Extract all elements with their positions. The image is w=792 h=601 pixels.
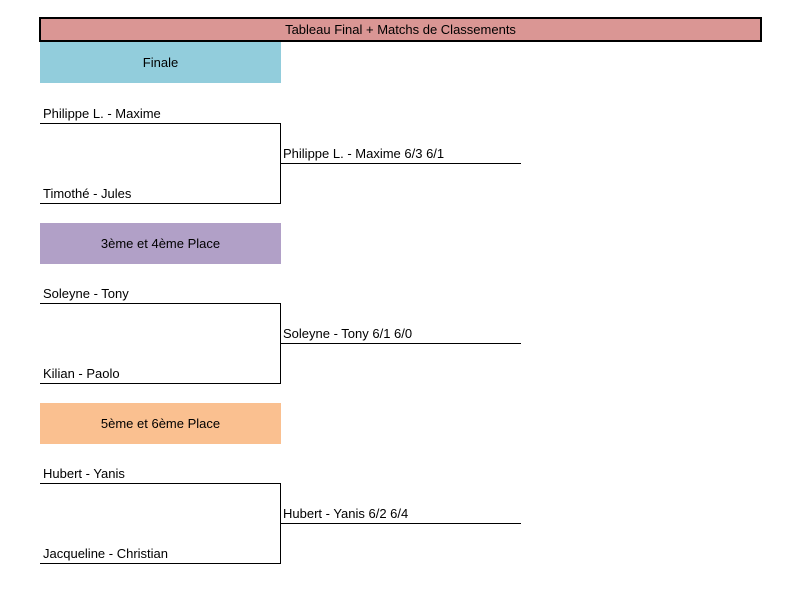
team-top-fifth-place: Hubert - Yanis xyxy=(40,464,281,484)
match-result-finale: Philippe L. - Maxime 6/3 6/1 xyxy=(281,144,521,164)
section-header-third-place: 3ème et 4ème Place xyxy=(40,223,281,264)
team-top-finale: Philippe L. - Maxime xyxy=(40,104,281,124)
match-result-third-place: Soleyne - Tony 6/1 6/0 xyxy=(281,324,521,344)
team-top-third-place: Soleyne - Tony xyxy=(40,284,281,304)
bracket-connector xyxy=(280,303,281,384)
page-title: Tableau Final + Matchs de Classements xyxy=(39,17,762,42)
team-bottom-fifth-place: Jacqueline - Christian xyxy=(40,544,281,564)
bracket-connector xyxy=(280,123,281,204)
bracket-connector xyxy=(280,483,281,564)
match-result-fifth-place: Hubert - Yanis 6/2 6/4 xyxy=(281,504,521,524)
section-header-finale: Finale xyxy=(40,42,281,83)
section-header-fifth-place: 5ème et 6ème Place xyxy=(40,403,281,444)
team-bottom-third-place: Kilian - Paolo xyxy=(40,364,281,384)
team-bottom-finale: Timothé - Jules xyxy=(40,184,281,204)
